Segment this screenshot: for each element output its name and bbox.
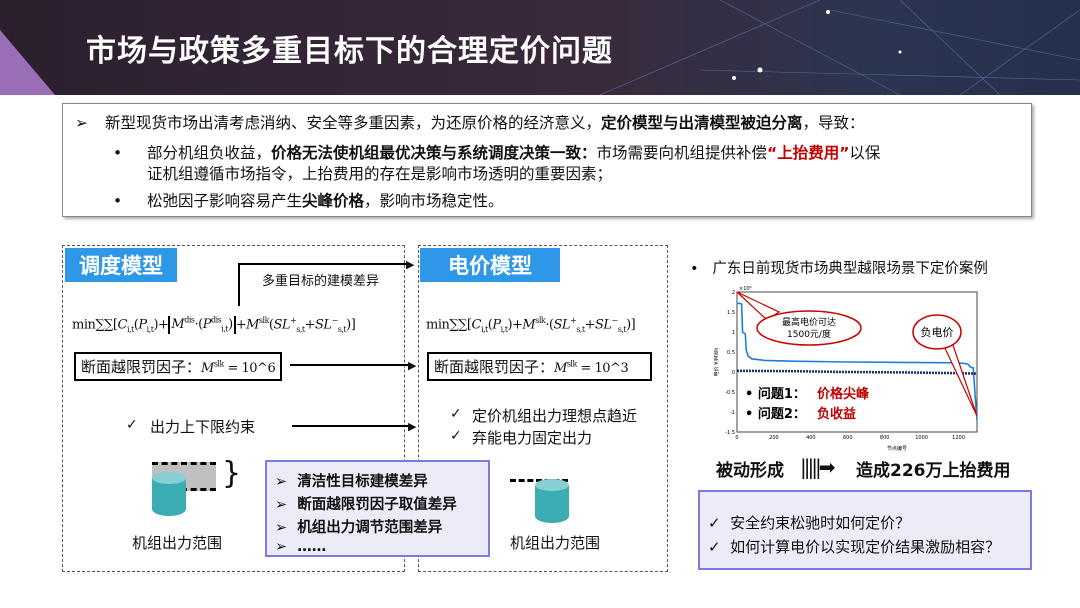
result-label: 造成226万上抬费用 xyxy=(856,461,1011,481)
callout-pointer xyxy=(942,343,978,417)
striped-arrow-icon: |||||➡ xyxy=(800,455,835,479)
arrow xyxy=(238,263,410,265)
question-item: ✓ 如何计算电价以实现定价结果激励相容？ xyxy=(708,538,1001,556)
pricing-model-tag: 电价模型 xyxy=(420,248,560,282)
x-tick-label: 1000 xyxy=(915,435,928,441)
pricing-objective-formula: min∑∑[Ci,t(Pi,t)+Mslk·(SL+s,t+SL−s,t)] xyxy=(426,316,636,334)
problem1-value: 价格尖峰 xyxy=(817,386,870,402)
dispatch-model-panel xyxy=(62,245,405,572)
questions-box: ✓ 安全约束松驰时如何定价？ ✓ 如何计算电价以实现定价结果激励相容？ xyxy=(698,490,1032,570)
negative-annotation: 负电价 xyxy=(921,325,954,339)
x-tick-label: 0 xyxy=(735,435,738,441)
page-title: 市场与政策多重目标下的合理定价问题 xyxy=(86,34,613,69)
y-multiplier: ×10⁶ xyxy=(739,286,752,292)
y-tick-label: 2 xyxy=(732,290,735,296)
arrow-head-icon: ▶ xyxy=(408,420,417,433)
negative-callout xyxy=(912,314,962,350)
dispatch-model-tag: 调度模型 xyxy=(65,248,177,282)
generator-cylinder-icon xyxy=(535,479,569,523)
intro-bullet2: 松弛因子影响容易产生尖峰价格，影响市场稳定性。 xyxy=(147,192,504,210)
arrow-bullet-icon: ➢ xyxy=(75,114,88,132)
y-tick-label: -1 xyxy=(730,410,735,416)
pricing-penalty-box: 断面越限罚因子：Mslk = 10^3 xyxy=(427,352,652,381)
dispatch-constraint: 出力上下限约束 xyxy=(150,418,256,436)
diff-label: 多重目标的建模差异 xyxy=(262,274,380,289)
difference-item: ➢ 机组出力调节范围差异 xyxy=(275,520,443,536)
network-decoration xyxy=(600,0,1080,95)
plot-frame xyxy=(736,291,978,433)
bullet-icon: • xyxy=(113,192,123,210)
y-axis-label: 电价 ¥/MWh xyxy=(713,348,720,377)
peak-annotation: 最高电价可达 xyxy=(782,316,836,328)
x-axis-label: 节点编号 xyxy=(887,445,907,452)
intro-box: ➢ 新型现货市场出清考虑消纳、安全等多重因素，为还原价格的经济意义，定价模型与出… xyxy=(62,103,1032,217)
x-tick-label: 1200 xyxy=(952,435,965,441)
check-icon: ✓ xyxy=(126,417,138,433)
question-item: ✓ 安全约束松驰时如何定价？ xyxy=(708,514,911,532)
y-tick-label: 0.5 xyxy=(727,350,735,356)
dispatch-objective-formula: min∑∑[Ci,t(Pi,t)+Mdis·(Pdisi,t)+Mslk(SL+… xyxy=(72,316,402,334)
problem1-text: • 问题1： xyxy=(745,386,806,402)
y-tick-label: 0 xyxy=(732,370,735,376)
pricing-constraint-1: 定价机组出力理想点趋近 xyxy=(472,407,638,425)
arrow xyxy=(292,425,412,427)
problem2-value: 负收益 xyxy=(817,406,856,422)
difference-item: ➢ 断面越限罚因子取值差异 xyxy=(275,497,457,513)
pricing-model-panel xyxy=(418,245,668,572)
x-tick-label: 200 xyxy=(769,435,779,441)
y-tick-label: -1.5 xyxy=(725,430,735,436)
peak-annotation: 1500元/度 xyxy=(787,328,831,340)
peak-callout xyxy=(756,310,862,346)
price-chart: 0 200 400 600 800 1000 1200 2 1.5 1 0.5 0 -0.5 -1 -1.5… xyxy=(713,282,985,454)
pricing-constraint-2: 弃能电力固定出力 xyxy=(472,429,593,447)
check-icon: ✓ xyxy=(450,428,462,444)
pricing-range-label: 机组出力范围 xyxy=(510,534,601,552)
differences-box: ➢ 清洁性目标建模差异 ➢ 断面越限罚因子取值差异 ➢ 机组出力调节范围差异 ➢… xyxy=(265,460,490,557)
difference-item: ➢ 清洁性目标建模差异 xyxy=(275,474,428,490)
arrow-head-icon: ▶ xyxy=(406,258,415,271)
generator-cylinder-icon xyxy=(152,472,186,516)
arrow-head-icon: ▶ xyxy=(408,359,417,372)
dispatch-penalty-box: 断面越限罚因子：Mslk = 10^6 xyxy=(74,352,283,381)
brace-icon: } xyxy=(222,456,242,491)
case-title: • 广东日前现货市场典型越限场景下定价案例 xyxy=(690,261,988,277)
bullet-icon: • xyxy=(113,144,123,162)
intro-bullet1-cont: 证机组遵循市场指令，上抬费用的存在是影响市场透明的重要因素； xyxy=(147,165,613,183)
intro-bullet1: 部分机组负收益，价格无法使机组最优决策与系统调度决策一致：市场需要向机组提供补偿… xyxy=(147,144,881,162)
arrow xyxy=(290,364,412,366)
y-tick-label: -0.5 xyxy=(725,390,735,396)
x-tick-label: 800 xyxy=(880,435,890,441)
connector-line xyxy=(238,264,240,306)
difference-item: ➢ …… xyxy=(275,539,327,555)
y-tick-label: 1.5 xyxy=(727,310,735,316)
series-line-1 xyxy=(736,302,978,421)
x-tick-label: 600 xyxy=(843,435,853,441)
check-icon: ✓ xyxy=(450,406,462,422)
intro-line1: 新型现货市场出清考虑消纳、安全等多重因素，为还原价格的经济意义，定价模型与出清模… xyxy=(105,114,865,132)
dispatch-range-label: 机组出力范围 xyxy=(132,534,223,552)
corner-triangle xyxy=(0,30,55,95)
y-tick-label: 1 xyxy=(732,330,735,336)
problem2-text: • 问题2： xyxy=(745,406,806,422)
passive-label: 被动形成 xyxy=(716,461,784,481)
title-bar xyxy=(0,0,1080,95)
x-tick-label: 400 xyxy=(806,435,816,441)
series-line-2 xyxy=(736,369,978,375)
